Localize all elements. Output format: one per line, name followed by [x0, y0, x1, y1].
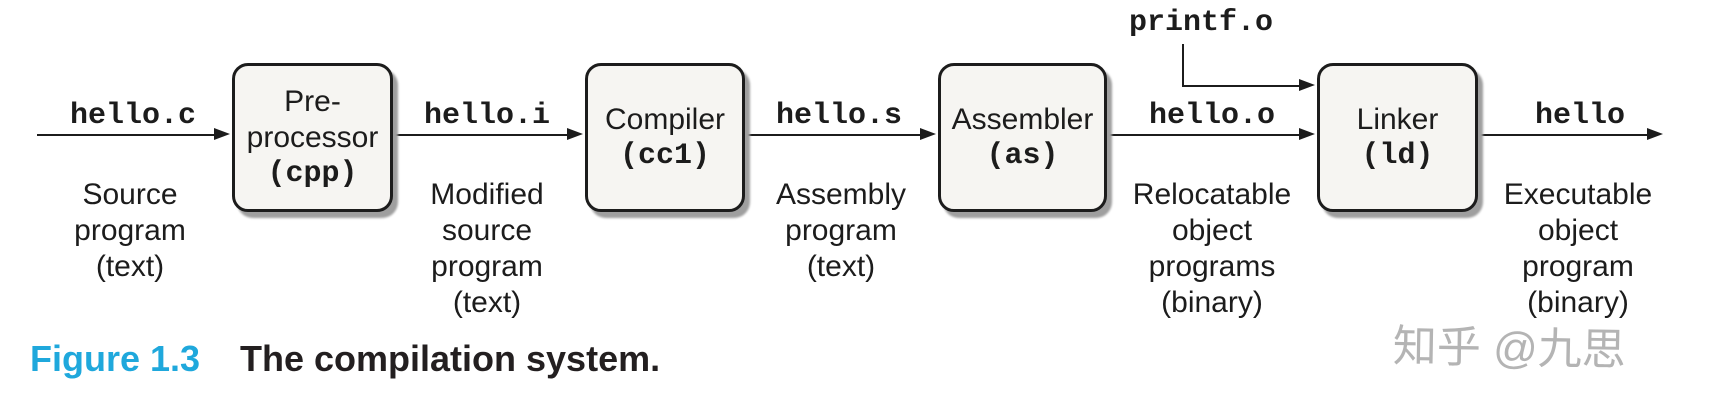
desc-assembly-program: Assembly program (text)	[775, 178, 907, 283]
figure-number: Figure 1.3	[30, 338, 201, 379]
compiler-box: Compiler (cc1)	[585, 63, 745, 212]
preprocessor-box-command: (cpp)	[267, 156, 358, 191]
file-label-printf-o: printf.o	[1128, 6, 1274, 40]
compiler-box-title: Compiler	[604, 102, 726, 136]
file-label-hello: hello	[1534, 99, 1626, 133]
printf-connector-vertical-line	[1182, 44, 1184, 86]
desc-executable-object: Executable object program (binary)	[1503, 178, 1653, 319]
file-label-hello-i: hello.i	[423, 99, 551, 133]
linker-box: Linker (ld)	[1317, 63, 1478, 212]
preprocessor-box-title: Pre- processor	[246, 84, 379, 154]
arrow-preprocessor-to-compiler	[393, 128, 583, 140]
assembler-box-command: (as)	[986, 138, 1059, 173]
desc-modified-source: Modified source program (text)	[430, 178, 544, 319]
linker-box-title: Linker	[1356, 102, 1439, 136]
file-label-hello-c: hello.c	[69, 99, 197, 133]
watermark: 知乎 @九思	[1392, 321, 1627, 376]
figure-caption: The compilation system.	[240, 338, 661, 379]
arrow-source-to-preprocessor	[37, 128, 230, 140]
printf-connector-arrow	[1182, 79, 1315, 91]
assembler-box: Assembler (as)	[938, 63, 1107, 212]
file-label-hello-o: hello.o	[1148, 99, 1276, 133]
desc-source-program: Source program (text)	[74, 178, 186, 283]
preprocessor-box: Pre- processor (cpp)	[232, 63, 393, 212]
arrow-linker-to-output	[1478, 128, 1663, 140]
arrow-compiler-to-assembler	[745, 128, 936, 140]
arrow-assembler-to-linker	[1107, 128, 1315, 140]
file-label-hello-s: hello.s	[775, 99, 903, 133]
assembler-box-title: Assembler	[951, 102, 1094, 136]
compiler-box-command: (cc1)	[619, 138, 710, 173]
desc-relocatable-objects: Relocatable object programs (binary)	[1132, 178, 1292, 319]
linker-box-command: (ld)	[1361, 138, 1434, 173]
